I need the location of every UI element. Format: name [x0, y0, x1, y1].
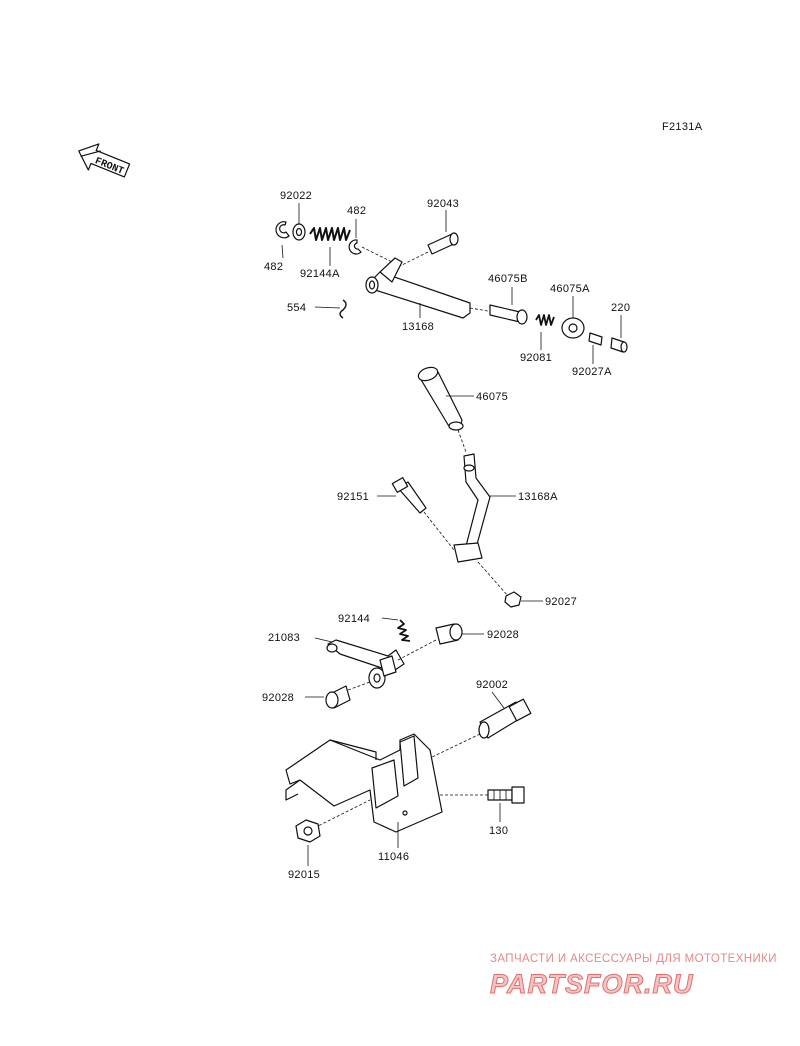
bolt-92002	[429, 698, 532, 759]
label-92002: 92002	[476, 679, 508, 691]
watermark: ЗАПЧАСТИ И АКСЕССУАРЫ ДЛЯ МОТОТЕХНИКИ PA…	[490, 953, 777, 1000]
shift-shaft-13168	[361, 246, 471, 319]
nut-92027	[477, 561, 522, 608]
label-92015: 92015	[288, 869, 320, 881]
label-92144: 92144	[338, 613, 370, 625]
bolt-220	[610, 337, 628, 353]
spring-92144	[397, 619, 411, 642]
collar-92027A	[588, 332, 603, 346]
label-21083: 21083	[268, 632, 300, 644]
bolt-92151	[391, 477, 455, 551]
label-92027: 92027	[545, 596, 577, 608]
watermark-caption: ЗАПЧАСТИ И АКСЕССУАРЫ ДЛЯ МОТОТЕХНИКИ	[490, 953, 777, 965]
figure-code: F2131A	[662, 121, 703, 133]
label-482-top: 482	[347, 205, 366, 217]
label-92028-left: 92028	[262, 692, 294, 704]
spring-92144A	[309, 227, 351, 241]
label-130: 130	[489, 825, 508, 837]
arm-21083	[326, 639, 405, 689]
label-92022: 92022	[280, 190, 312, 202]
spring-92081	[535, 314, 555, 326]
linkage-assembly	[285, 619, 532, 843]
collar-92028-right	[397, 623, 463, 661]
shift-lever-assembly	[391, 366, 522, 608]
rubber-46075A	[561, 317, 585, 339]
label-92043: 92043	[427, 198, 459, 210]
label-92081: 92081	[520, 352, 552, 364]
nut-92015	[295, 819, 321, 843]
label-46075: 46075	[476, 391, 508, 403]
circlip-482-left	[275, 221, 290, 239]
label-13168A: 13168A	[518, 491, 558, 503]
bracket-11046	[285, 733, 488, 833]
middle-leader-lines	[377, 395, 543, 602]
front-arrow-icon: FRONT	[78, 143, 131, 178]
label-46075A: 46075A	[550, 283, 590, 295]
bolt-92043	[399, 232, 459, 267]
lever-knob-46075	[417, 366, 467, 453]
shift-shaft-assembly	[275, 221, 628, 353]
label-13168: 13168	[402, 321, 434, 333]
label-92144A: 92144A	[300, 268, 340, 280]
lower-leader-lines	[305, 617, 505, 866]
label-92027A: 92027A	[572, 366, 612, 378]
label-482-left: 482	[264, 261, 283, 273]
label-11046: 11046	[378, 851, 409, 863]
label-92028-right: 92028	[487, 629, 519, 641]
collar-92028-left	[325, 681, 371, 709]
top-leader-lines	[281, 203, 622, 364]
watermark-brand: PARTSFOR.RU	[490, 969, 694, 999]
part-labels: 92022 482 92043 482 92144A 46075B 46075A…	[262, 190, 630, 881]
pin-554	[339, 299, 347, 319]
bolt-130	[487, 786, 525, 804]
shift-lever-13168A	[453, 453, 491, 563]
label-220: 220	[611, 302, 630, 314]
label-46075B: 46075B	[488, 273, 528, 285]
label-92151: 92151	[337, 491, 369, 503]
label-554: 554	[287, 302, 306, 314]
collar-46075B	[489, 304, 528, 325]
circlip-482-top	[348, 239, 362, 255]
